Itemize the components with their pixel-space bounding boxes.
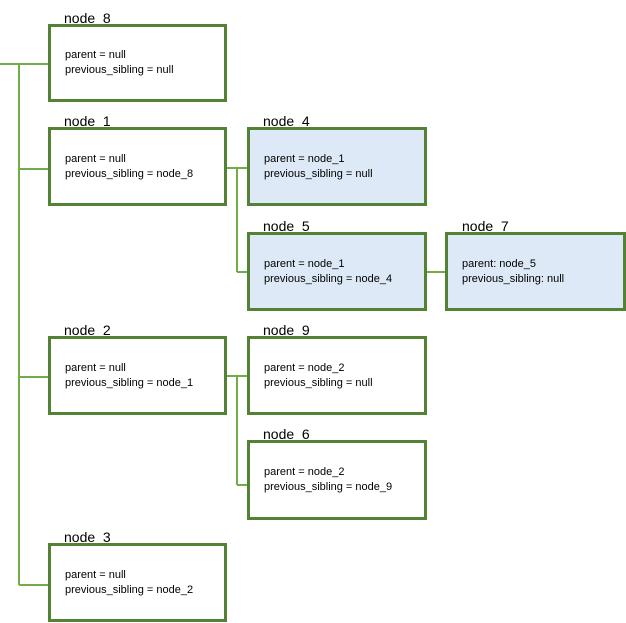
node-6-parent-text: parent = node_2 <box>264 466 345 478</box>
node-9-box: parent = node_2 previous_sibling = null <box>247 336 427 415</box>
node-3-title: node_3 <box>64 529 111 545</box>
node-8-sibling-text: previous_sibling = null <box>65 64 174 76</box>
node-1-parent-text: parent = null <box>65 152 126 165</box>
node-2-title: node_2 <box>64 322 111 338</box>
node-1-title: node_1 <box>64 113 111 129</box>
node-9-sibling-text: previous_sibling = null <box>264 376 373 389</box>
node-8-parent-text: parent = null <box>65 49 126 61</box>
node-5-parent-text: parent = node_1 <box>264 257 345 270</box>
node-8-title: node_8 <box>64 10 111 26</box>
node-2-parent-text: parent = null <box>65 361 126 374</box>
node-7-parent-text: parent: node_5 <box>462 257 537 270</box>
node-5-title: node_5 <box>263 218 310 234</box>
node-2-box: parent = null previous_sibling = node_1 <box>48 336 227 415</box>
node-9-parent-text: parent = node_2 <box>264 361 345 374</box>
node-7-title: node_7 <box>462 218 509 234</box>
node-5-sibling-text: previous_sibling = node_4 <box>264 272 393 285</box>
node-6-sibling-text: previous_sibling = node_9 <box>264 481 393 493</box>
node-7-sibling-text: previous_sibling: null <box>462 272 565 285</box>
node-3-sibling-text: previous_sibling = node_2 <box>65 583 194 596</box>
node-4-box: parent = node_1 previous_sibling = null <box>247 127 427 206</box>
node-4-parent-text: parent = node_1 <box>264 152 345 165</box>
node-4-sibling-text: previous_sibling = null <box>264 167 373 180</box>
node-9-title: node_9 <box>263 322 310 338</box>
node-3-parent-text: parent = null <box>65 568 126 581</box>
node-1-sibling-text: previous_sibling = node_8 <box>65 167 194 180</box>
node-7-box: parent: node_5 previous_sibling: null <box>445 232 626 311</box>
node-6-title: node_6 <box>263 426 310 442</box>
node-1-box: parent = null previous_sibling = node_8 <box>48 127 227 206</box>
node-3-box: parent = null previous_sibling = node_2 <box>48 543 227 622</box>
node-5-box: parent = node_1 previous_sibling = node_… <box>247 232 427 311</box>
node-8-box: parent = null previous_sibling = null <box>48 24 227 102</box>
node-2-sibling-text: previous_sibling = node_1 <box>65 376 194 389</box>
node-6-box: parent = node_2 previous_sibling = node_… <box>247 440 427 520</box>
node-4-title: node_4 <box>263 113 310 129</box>
